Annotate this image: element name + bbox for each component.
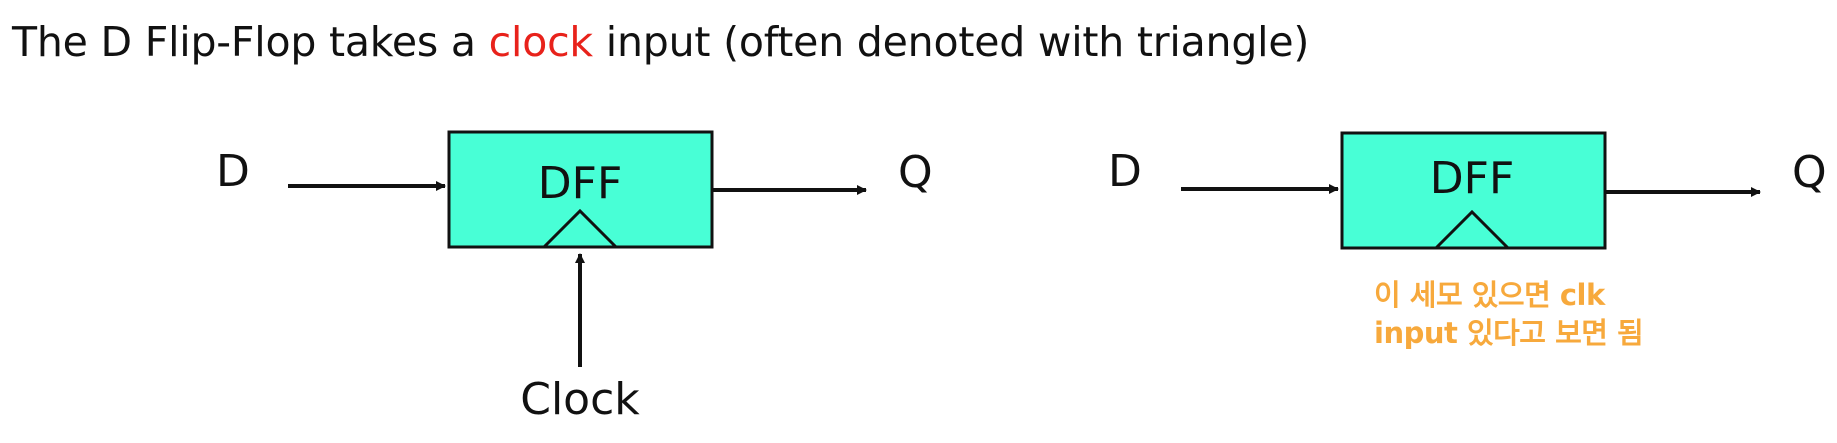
annotation-line-2: input 있다고 보면 됨 (1374, 316, 1644, 350)
output-label-q: Q (898, 147, 933, 198)
dff-block-label: DFF (1430, 153, 1515, 204)
input-label-d: D (216, 146, 250, 197)
input-label-d: D (1108, 146, 1142, 197)
dff-block-label: DFF (538, 158, 623, 209)
handwritten-annotation: 이 세모 있으면 clk input 있다고 보면 됨 (1374, 276, 1644, 352)
clock-triangle-icon (542, 208, 618, 249)
dff-diagram-right: D DFF Q (1108, 131, 1827, 250)
output-label-q: Q (1792, 147, 1827, 198)
dff-diagram-left: D DFF Q Clock (216, 130, 933, 425)
heading-text-after: input (often denoted with triangle) (592, 18, 1310, 66)
clock-triangle-icon (1434, 209, 1510, 250)
annotation-line-1: 이 세모 있으면 clk (1374, 278, 1605, 312)
heading-text-before: The D Flip-Flop takes a (12, 18, 489, 66)
slide-heading: The D Flip-Flop takes a clock input (oft… (12, 18, 1309, 66)
heading-highlight-clock: clock (488, 18, 594, 66)
clock-label: Clock (520, 374, 640, 425)
